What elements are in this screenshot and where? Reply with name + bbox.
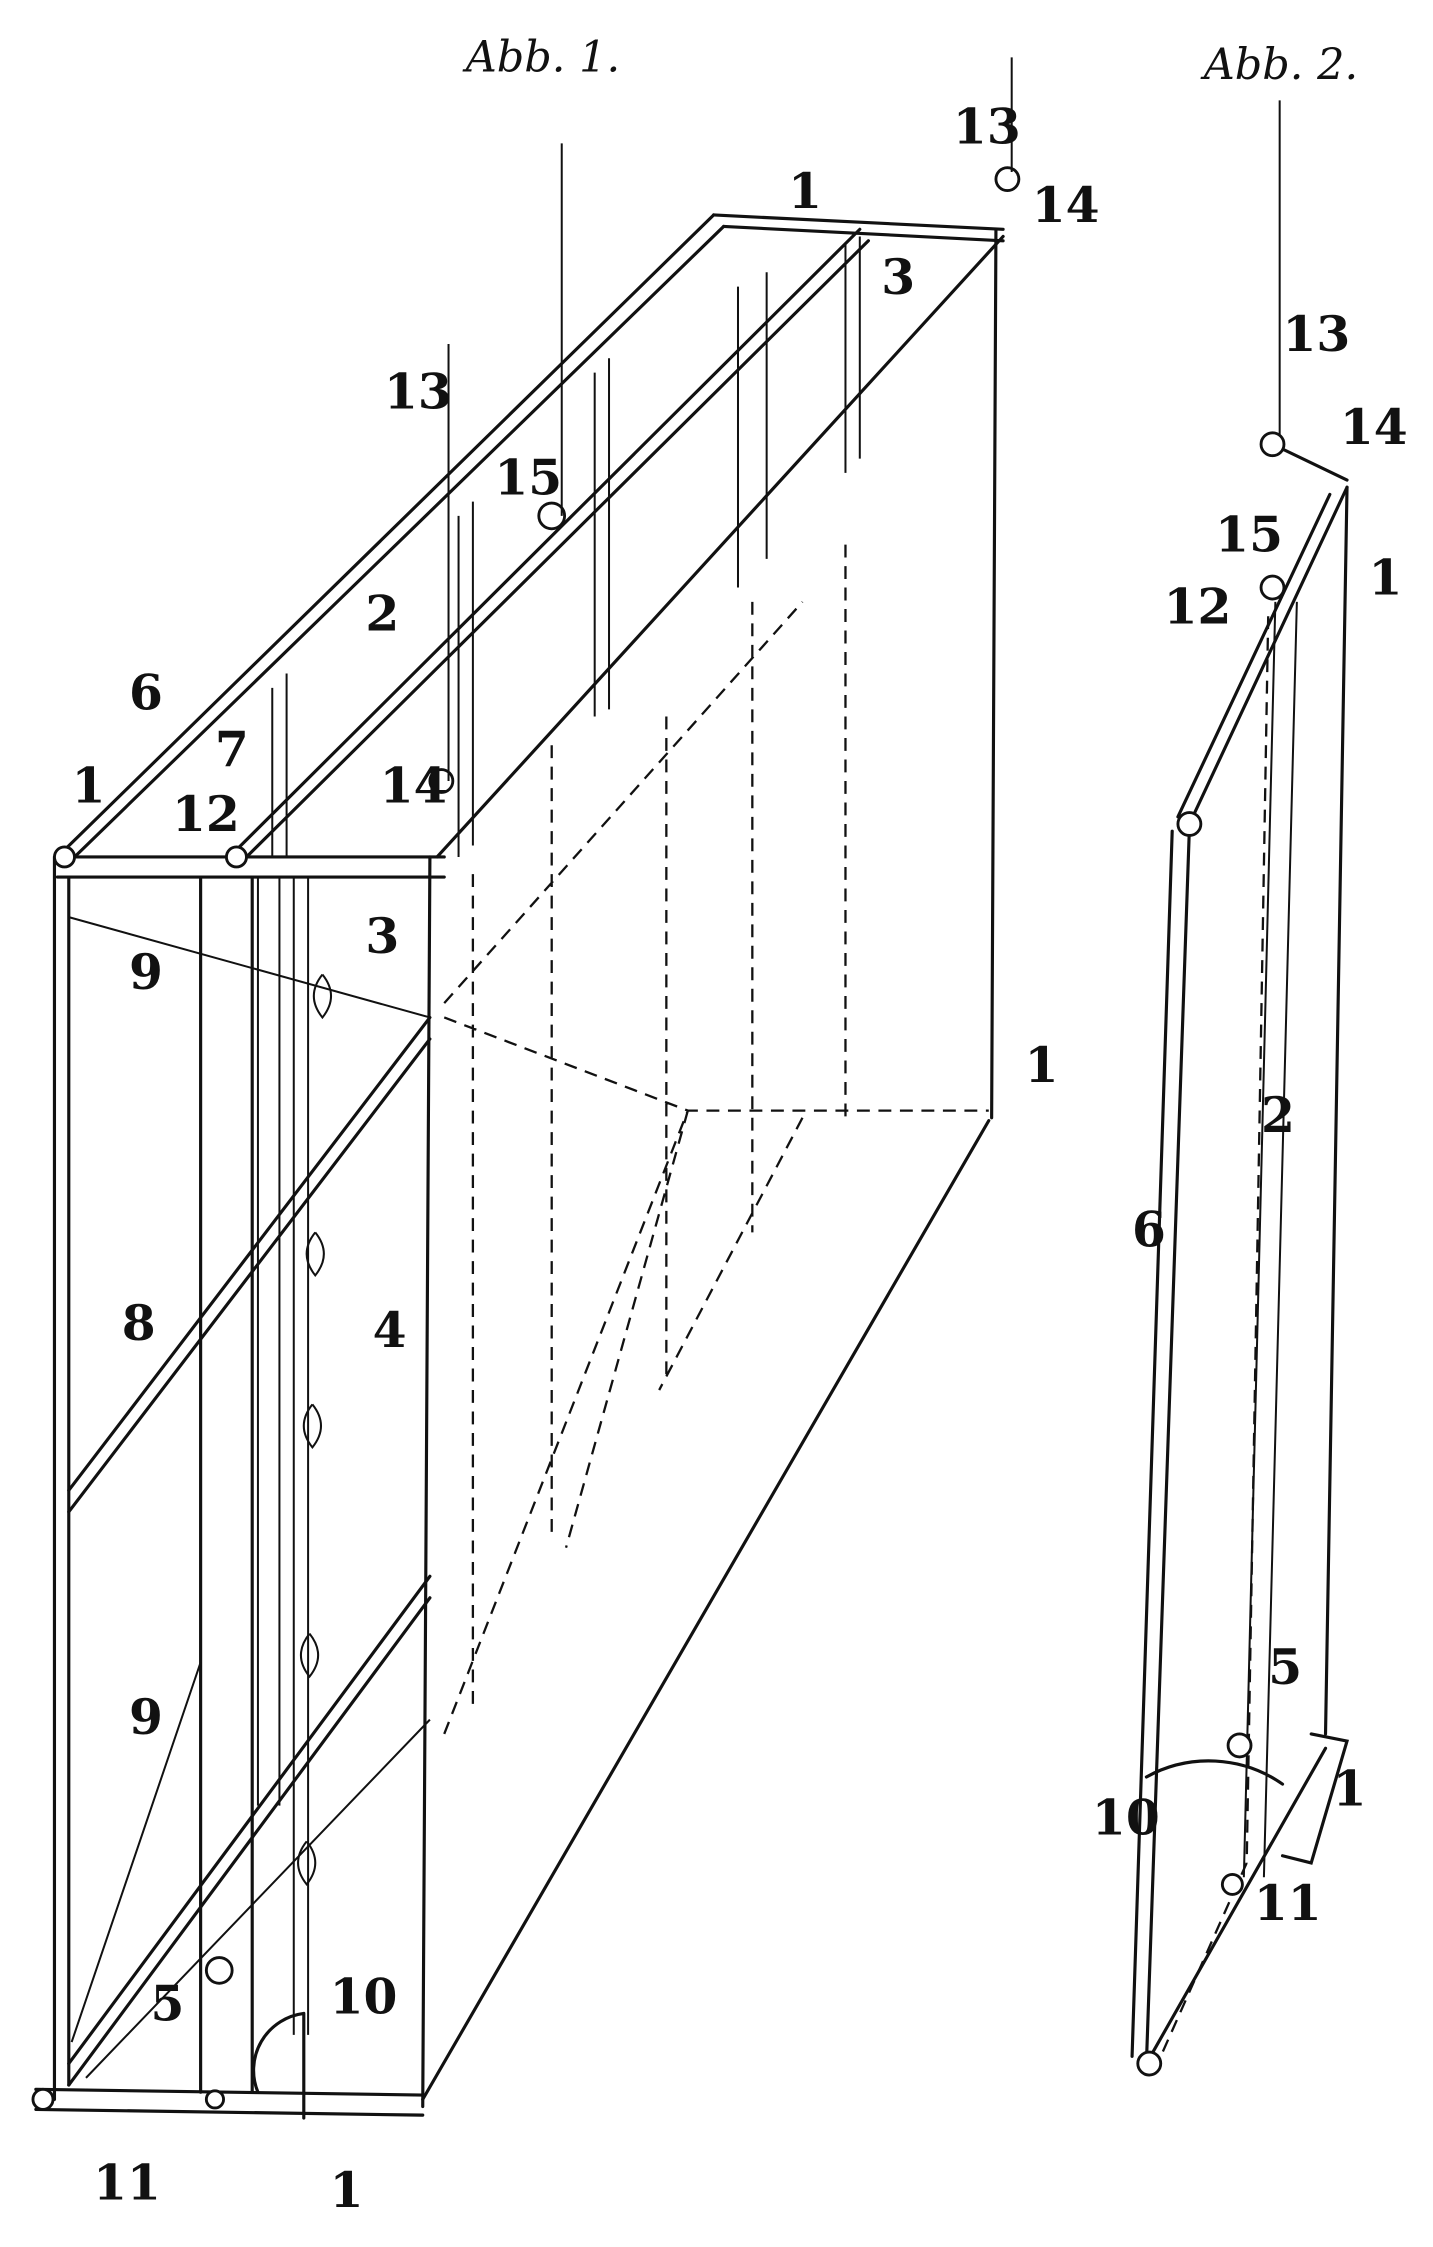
label-5: 5 [150,1976,184,2033]
label-1: 1 [1333,1761,1367,1818]
figure-1: Abb. 1. 13 1 14 3 [31,33,1100,2219]
label-5: 5 [1268,1639,1302,1696]
label-10: 10 [1092,1789,1160,1846]
label-10: 10 [330,1968,398,2025]
label-7: 7 [215,722,249,779]
label-13: 13 [384,363,452,420]
label-12: 12 [172,786,240,843]
label-14: 14 [1032,177,1100,234]
label-2: 2 [365,586,399,643]
label-1: 1 [788,163,822,220]
label-3: 3 [365,908,399,965]
label-6: 6 [1132,1202,1166,1259]
label-1: 1 [1369,550,1403,607]
label-4: 4 [373,1302,407,1359]
label-15: 15 [494,449,562,506]
label-13: 13 [953,98,1021,155]
label-1: 1 [72,758,106,815]
label-9: 9 [129,1689,163,1746]
label-14: 14 [380,758,448,815]
label-11: 11 [93,2155,161,2212]
label-1: 1 [330,2162,364,2219]
label-9: 9 [129,944,163,1001]
label-8: 8 [122,1295,156,1352]
label-11: 11 [1254,1875,1322,1932]
figure-2-title: Abb. 2. [1200,40,1358,90]
label-14: 14 [1340,399,1408,456]
label-15: 15 [1215,507,1283,564]
label-6: 6 [129,664,163,721]
figure-2: Abb. 2. 13 14 15 1 12 2 6 5 1 10 11 [1092,40,1408,2077]
label-3: 3 [881,249,915,306]
figure-1-title: Abb. 1. [462,33,620,83]
label-12: 12 [1164,578,1232,635]
label-1: 1 [1025,1037,1059,1094]
label-13: 13 [1283,306,1351,363]
label-2: 2 [1261,1087,1295,1144]
